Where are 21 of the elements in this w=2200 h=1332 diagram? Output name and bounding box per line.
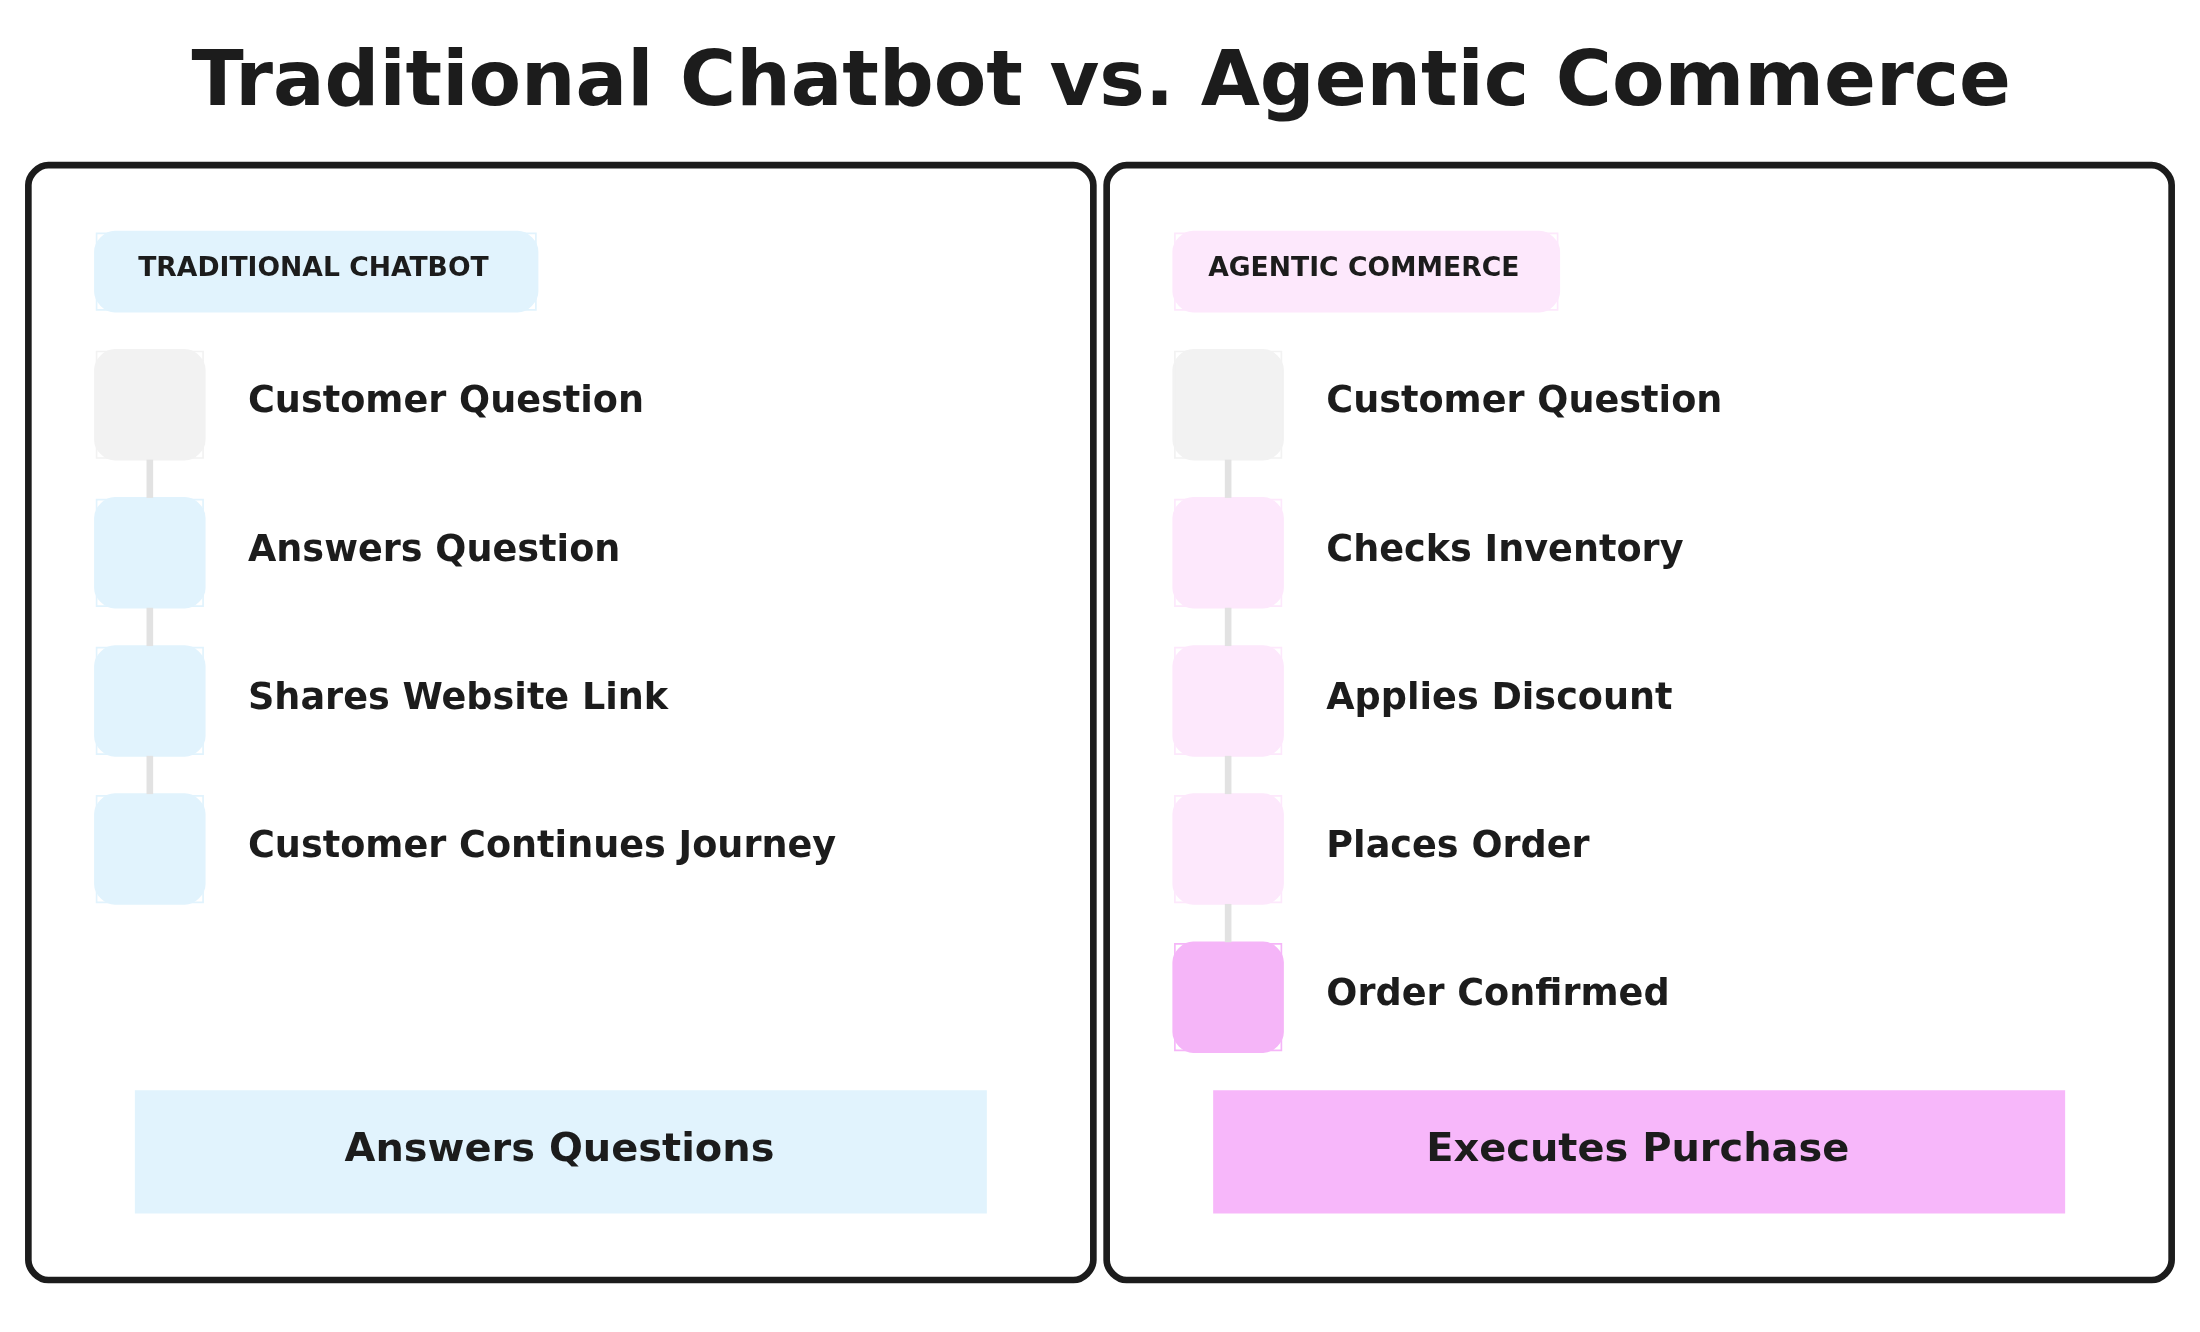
node-label: Customer Question xyxy=(248,378,645,422)
connector xyxy=(146,459,154,498)
connector xyxy=(1224,607,1232,647)
node-label: Applies Discount xyxy=(1326,674,1673,718)
node-label: Shares Website Link xyxy=(248,674,669,718)
node-box: Executes Purchase xyxy=(1213,1090,2066,1214)
node-label: Customer Continues Journey xyxy=(248,822,837,866)
connector xyxy=(1224,459,1232,498)
cluster xyxy=(1103,161,2175,1284)
cluster xyxy=(25,161,1097,1284)
node-label: Order Confirmed xyxy=(1326,970,1670,1014)
node-box: Answers Questions xyxy=(134,1090,987,1214)
node-label: Checks Inventory xyxy=(1326,526,1684,570)
connector xyxy=(1224,903,1232,943)
diagram-title: Traditional Chatbot vs. Agentic Commerce xyxy=(191,33,2012,123)
connector xyxy=(146,755,154,795)
node-label: Places Order xyxy=(1326,822,1590,866)
connector xyxy=(1224,755,1232,795)
connector xyxy=(146,607,154,647)
node-label: Customer Question xyxy=(1326,378,1723,422)
node-label: Answers Question xyxy=(248,526,621,570)
